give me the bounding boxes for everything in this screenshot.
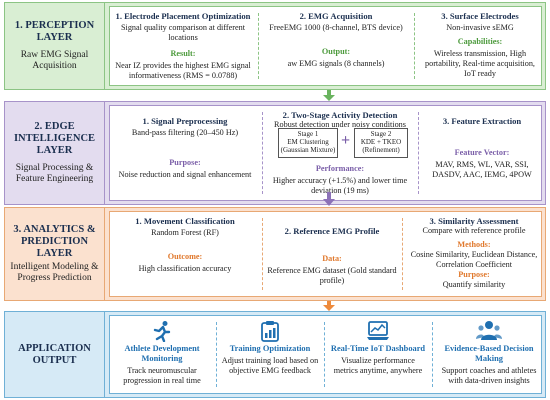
divider bbox=[432, 322, 433, 387]
clipboard-chart-icon bbox=[261, 321, 279, 342]
column-highlight-text: Quantify similarity bbox=[442, 280, 506, 289]
divider bbox=[258, 13, 259, 79]
flow-arrow-shaft bbox=[327, 301, 331, 305]
layer-label: 3. ANALYTICS & PREDICTION LAYER Intellig… bbox=[5, 208, 105, 300]
column-highlight-label: Feature Vector: bbox=[454, 148, 510, 157]
column-highlight-label: Purpose: bbox=[458, 270, 490, 279]
people-icon bbox=[476, 321, 502, 340]
layer-subtitle: Signal Processing & Feature Engineering bbox=[15, 163, 94, 184]
layer-content: 1. Signal Preprocessing Band-pass filter… bbox=[109, 105, 542, 201]
flow-arrow-head bbox=[323, 305, 335, 311]
flow-arrow-head bbox=[323, 199, 335, 206]
column-text: Track neuromuscular progression in real … bbox=[123, 366, 201, 385]
column-highlight-label: Outcome: bbox=[167, 252, 203, 261]
column-text: Visualize performance metrics anytime, a… bbox=[333, 356, 423, 375]
stage-1-box: Stage 1 EM Clustering (Gaussian Mixture) bbox=[278, 128, 338, 158]
column-title: 2. Two-Stage Activity Detection bbox=[282, 110, 398, 120]
column-title: 3. Similarity Assessment bbox=[429, 216, 519, 226]
column-text: Robust detection under noisy conditions bbox=[274, 120, 406, 129]
column-text: Random Forest (RF) bbox=[151, 228, 219, 237]
column-text: FreeEMG 1000 (8-channel, BTS device) bbox=[269, 23, 403, 32]
column-highlight-label: Output: bbox=[321, 47, 351, 56]
column-highlight-text: Higher accuracy (+1.5%) and lower time d… bbox=[272, 176, 408, 195]
column-highlight-text: Wireless transmission, High portability,… bbox=[425, 49, 535, 78]
column-highlight-text: Cosine Similarity, Euclidean Distance, C… bbox=[410, 250, 538, 269]
column-highlight-text: Reference EMG dataset (Gold standard pro… bbox=[267, 266, 397, 285]
layer-content: 1. Electrode Placement Optimization Sign… bbox=[109, 6, 542, 86]
similarity-assessment-column: 3. Similarity Assessment Compare with re… bbox=[404, 212, 544, 296]
column-text: Non-invasive sEMG bbox=[446, 23, 514, 32]
column-highlight-text: Near IZ provides the highest EMG signal … bbox=[115, 61, 251, 80]
layer-content: 1. Movement Classification Random Forest… bbox=[109, 211, 542, 297]
decision-making-column: Evidence-Based Decision Making Support c… bbox=[434, 316, 544, 393]
column-title: 2. EMG Acquisition bbox=[299, 11, 373, 21]
edge-intelligence-layer: 2. EDGE INTELLIGENCE LAYER Signal Proces… bbox=[4, 101, 546, 205]
layer-title: 3. ANALYTICS & PREDICTION LAYER bbox=[13, 224, 96, 259]
column-text: Signal quality comparison at different l… bbox=[121, 23, 245, 42]
column-text: Compare with reference profile bbox=[422, 226, 526, 235]
layer-title: APPLICATION OUTPUT bbox=[18, 342, 91, 366]
layer-label: 1. PERCEPTION LAYER Raw EMG Signal Acqui… bbox=[5, 3, 105, 89]
column-highlight-label: Result: bbox=[170, 49, 196, 58]
plus-icon: + bbox=[341, 132, 351, 149]
athlete-monitoring-column: Athlete Development Monitoring Track neu… bbox=[110, 316, 214, 393]
column-highlight-text: aw EMG signals (8 channels) bbox=[287, 59, 385, 68]
column-highlight-text: Noise reduction and signal enhancement bbox=[118, 170, 252, 179]
runner-icon bbox=[153, 321, 171, 342]
divider bbox=[418, 112, 419, 194]
flow-arrow-shaft bbox=[327, 90, 331, 95]
activity-detection-column: 2. Two-Stage Activity Detection Robust d… bbox=[264, 106, 416, 200]
column-title: Training Optimization bbox=[229, 344, 311, 353]
layer-title: 2. EDGE INTELLIGENCE LAYER bbox=[13, 121, 96, 156]
column-title: 3. Feature Extraction bbox=[442, 116, 522, 126]
perception-layer: 1. PERCEPTION LAYER Raw EMG Signal Acqui… bbox=[4, 2, 546, 90]
analytics-prediction-layer: 3. ANALYTICS & PREDICTION LAYER Intellig… bbox=[4, 207, 546, 301]
column-title: 2. Reference EMG Profile bbox=[284, 226, 380, 236]
surface-electrodes-column: 3. Surface Electrodes Non-invasive sEMG … bbox=[416, 7, 544, 85]
column-text: Support coaches and athletes with data-d… bbox=[441, 366, 537, 385]
divider bbox=[216, 322, 217, 387]
divider bbox=[324, 322, 325, 387]
flow-arrow-head bbox=[323, 95, 335, 101]
column-title: 1. Signal Preprocessing bbox=[142, 116, 228, 126]
divider bbox=[262, 218, 263, 290]
column-highlight-label: Purpose: bbox=[169, 158, 201, 167]
layer-label: 2. EDGE INTELLIGENCE LAYER Signal Proces… bbox=[5, 102, 105, 204]
divider bbox=[262, 112, 263, 194]
layer-subtitle: Intelligent Modeling & Progress Predicti… bbox=[10, 262, 99, 283]
column-highlight-label: Data: bbox=[322, 254, 342, 263]
flow-arrow-shaft bbox=[327, 192, 331, 199]
iot-dashboard-column: Real-Time IoT Dashboard Visualize perfor… bbox=[326, 316, 430, 393]
feature-extraction-column: 3. Feature Extraction Feature Vector: MA… bbox=[420, 106, 544, 200]
column-highlight-label: Capabilities: bbox=[457, 37, 503, 46]
application-output-layer: APPLICATION OUTPUT Athlete Development M… bbox=[4, 311, 546, 398]
reference-profile-column: 2. Reference EMG Profile Data: Reference… bbox=[264, 212, 400, 296]
column-highlight-text: MAV, RMS, WL, VAR, SSI, DASDV, AAC, IEMG… bbox=[432, 160, 532, 179]
movement-classification-column: 1. Movement Classification Random Forest… bbox=[110, 212, 260, 296]
training-optimization-column: Training Optimization Adjust training lo… bbox=[218, 316, 322, 393]
layer-title: 1. PERCEPTION LAYER bbox=[14, 20, 95, 43]
column-title: 1. Electrode Placement Optimization bbox=[115, 11, 251, 21]
column-text: Band-pass filtering (20–450 Hz) bbox=[131, 128, 239, 137]
divider bbox=[414, 13, 415, 79]
divider bbox=[402, 218, 403, 290]
column-highlight-label: Performance: bbox=[315, 164, 365, 173]
stage-2-box: Stage 2 KDE + TKEO (Refinement) bbox=[354, 128, 408, 158]
column-highlight-text: High classification accuracy bbox=[138, 264, 232, 273]
column-title: 3. Surface Electrodes bbox=[441, 11, 519, 21]
layer-subtitle: Raw EMG Signal Acquisition bbox=[20, 50, 89, 71]
layer-content: Athlete Development Monitoring Track neu… bbox=[109, 315, 542, 394]
column-title: Athlete Development Monitoring bbox=[124, 344, 200, 363]
layer-label: APPLICATION OUTPUT bbox=[5, 312, 105, 397]
laptop-dashboard-icon bbox=[367, 321, 389, 340]
signal-preprocessing-column: 1. Signal Preprocessing Band-pass filter… bbox=[110, 106, 260, 200]
column-title: 1. Movement Classification bbox=[135, 216, 235, 226]
column-text: Adjust training load based on objective … bbox=[221, 356, 319, 375]
emg-acquisition-column: 2. EMG Acquisition FreeEMG 1000 (8-chann… bbox=[260, 7, 412, 85]
column-title: Real-Time IoT Dashboard bbox=[330, 344, 426, 353]
electrode-placement-column: 1. Electrode Placement Optimization Sign… bbox=[110, 7, 256, 85]
column-title: Evidence-Based Decision Making bbox=[444, 344, 534, 363]
column-highlight-label: Methods: bbox=[457, 240, 491, 249]
